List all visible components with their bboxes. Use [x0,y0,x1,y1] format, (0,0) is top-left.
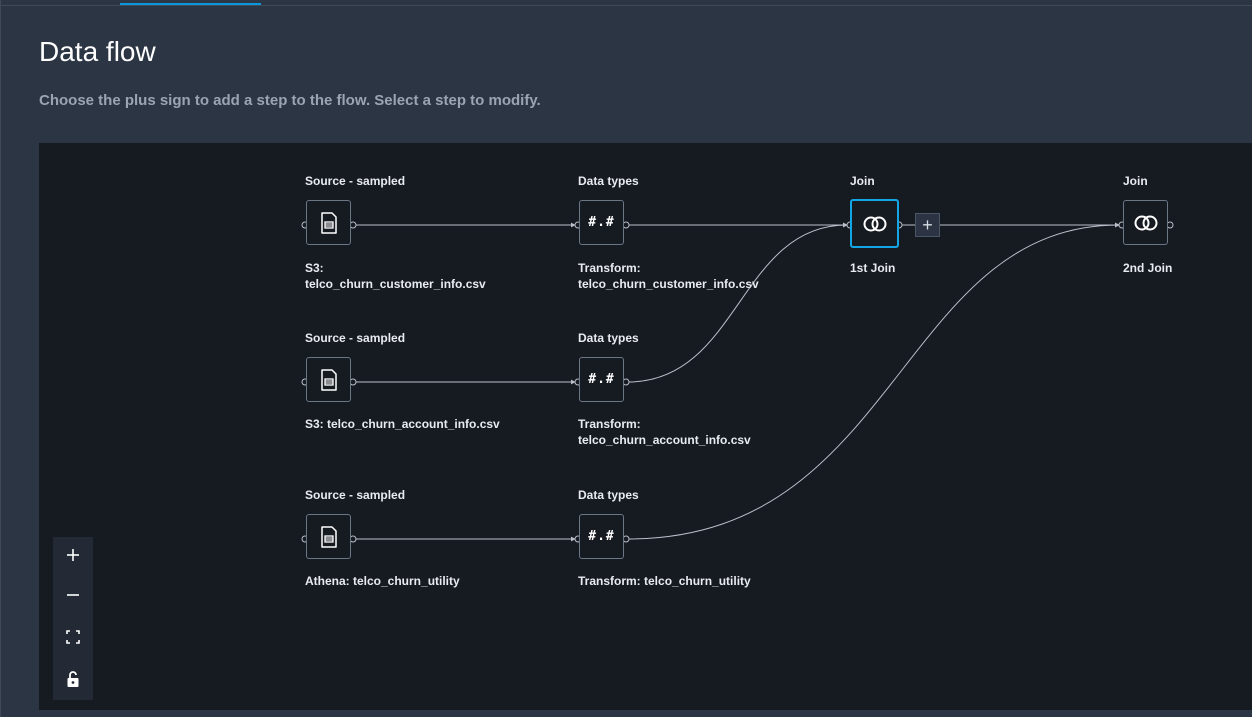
fit-view-button[interactable] [53,619,93,655]
dtypes1-node[interactable]: #.# [579,200,624,245]
unlock-icon [67,671,79,687]
dtypes2-description: Transform: telco_churn_account_info.csv [578,417,751,447]
source2-node[interactable] [306,357,351,402]
dtypes3-caption: Data types [578,488,639,502]
join-icon [1134,215,1157,230]
source3-description: Athena: telco_churn_utility [305,574,460,588]
source1-node[interactable] [306,200,351,245]
source2-description: S3: telco_churn_account_info.csv [305,417,500,431]
fit-view-icon [66,630,80,644]
dtypes2-node[interactable]: #.# [579,357,624,402]
page-subtitle: Choose the plus sign to add a step to th… [39,92,541,109]
data-types-icon: #.# [588,215,615,230]
source1-caption: Source - sampled [305,174,406,188]
join2-description: 2nd Join [1123,261,1173,275]
join1-caption: Join [850,174,875,188]
source3-node[interactable] [306,514,351,559]
edge-dtypes3-join2 [627,222,1120,540]
page-title: Data flow [39,36,156,67]
join1-description: 1st Join [850,261,896,275]
active-tab-indicator [120,3,261,5]
flow-canvas[interactable]: Source - sampled S3: telco_churn_custome… [39,143,1252,710]
add-step-button[interactable]: + [915,213,940,237]
lock-toggle-button[interactable] [53,661,93,697]
source3-caption: Source - sampled [305,488,406,502]
top-tab-bar [0,0,1252,6]
dtypes1-caption: Data types [578,174,639,188]
left-border [0,0,1,717]
dtypes1-description: Transform: telco_churn_customer_info.csv [578,261,759,291]
file-table-icon [320,368,337,391]
join2-node[interactable] [1123,200,1168,245]
zoom-out-icon [67,594,79,596]
source1-description: S3: telco_churn_customer_info.csv [305,261,486,291]
join-icon [863,216,886,231]
zoom-in-icon [67,549,79,561]
data-types-icon: #.# [588,372,615,387]
zoom-in-button[interactable] [53,537,93,573]
source2-caption: Source - sampled [305,331,406,345]
dtypes3-node[interactable]: #.# [579,514,624,559]
zoom-controls [53,537,93,700]
dtypes3-description: Transform: telco_churn_utility [578,574,751,588]
zoom-out-button[interactable] [53,577,93,613]
join2-caption: Join [1123,174,1148,188]
join1-node[interactable] [850,199,899,248]
edge-dtypes2-join1 [627,222,848,383]
dtypes2-caption: Data types [578,331,639,345]
file-table-icon [320,211,337,234]
data-types-icon: #.# [588,529,615,544]
file-table-icon [320,525,337,548]
